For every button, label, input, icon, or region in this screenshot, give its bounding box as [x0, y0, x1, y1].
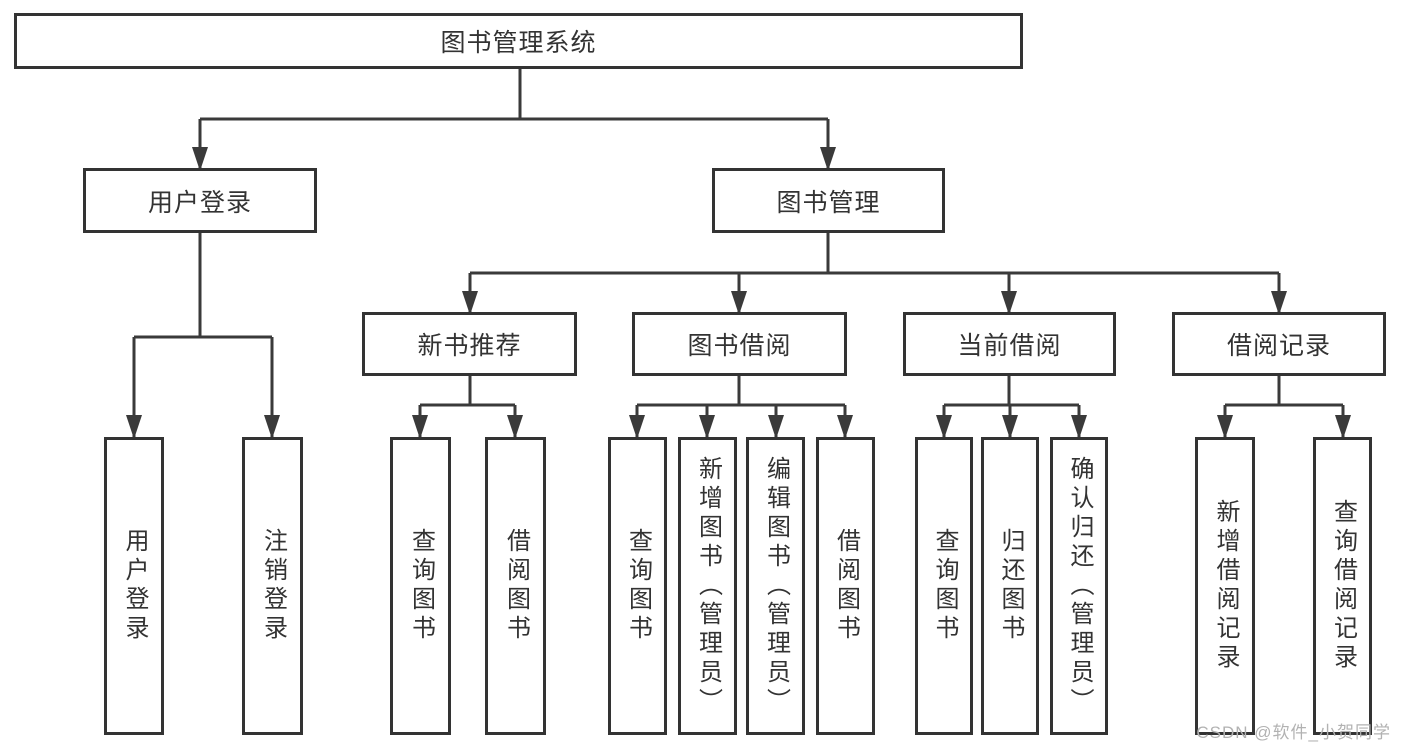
connector-user-login — [126, 233, 280, 439]
leaf-edit-books-admin: 编辑图书（管理员） — [746, 437, 805, 735]
connector-root — [192, 69, 836, 171]
leaf-borrow-books-recommend: 借阅图书 — [485, 437, 546, 735]
leaf-user-login: 用户登录 — [104, 437, 164, 735]
node-borrowing-records: 借阅记录 — [1172, 312, 1386, 376]
leaf-return-books: 归还图书 — [981, 437, 1039, 735]
leaf-return-books-label: 归还图书 — [997, 528, 1024, 644]
leaf-query-books-borrowing-label: 查询图书 — [624, 528, 652, 644]
leaf-add-books-admin: 新增图书（管理员） — [678, 437, 737, 735]
leaf-query-books-current: 查询图书 — [915, 437, 973, 735]
node-user-login: 用户登录 — [83, 168, 317, 233]
leaf-query-borrow-record-label: 查询借阅记录 — [1329, 499, 1357, 673]
leaf-user-login-label: 用户登录 — [121, 528, 148, 644]
leaf-query-borrow-record: 查询借阅记录 — [1313, 437, 1372, 735]
leaf-confirm-return-admin-label: 确认归还（管理员） — [1066, 455, 1093, 717]
leaf-add-borrow-record: 新增借阅记录 — [1195, 437, 1255, 735]
leaf-confirm-return-admin: 确认归还（管理员） — [1050, 437, 1108, 735]
connector-new-book-recommendation — [412, 376, 523, 439]
connector-borrowing-records — [1217, 376, 1351, 439]
leaf-logout-login: 注销登录 — [242, 437, 303, 735]
node-book-management: 图书管理 — [712, 168, 945, 233]
leaf-add-books-admin-label: 新增图书（管理员） — [694, 455, 722, 717]
leaf-query-books-recommend: 查询图书 — [390, 437, 451, 735]
leaf-query-books-borrowing: 查询图书 — [608, 437, 667, 735]
leaf-add-borrow-record-label: 新增借阅记录 — [1212, 499, 1239, 673]
leaf-borrow-books-borrowing-label: 借阅图书 — [832, 528, 860, 644]
connector-book-management — [462, 233, 1287, 315]
connector-current-borrowing — [936, 376, 1087, 439]
node-new-book-recommendation: 新书推荐 — [362, 312, 577, 376]
leaf-logout-login-label: 注销登录 — [259, 528, 287, 644]
connector-book-borrowing — [629, 376, 853, 439]
leaf-borrow-books-recommend-label: 借阅图书 — [502, 528, 530, 644]
leaf-query-books-current-label: 查询图书 — [931, 528, 958, 644]
node-library-system: 图书管理系统 — [14, 13, 1023, 69]
leaf-query-books-recommend-label: 查询图书 — [407, 528, 435, 644]
node-current-borrowing: 当前借阅 — [903, 312, 1116, 376]
leaf-borrow-books-borrowing: 借阅图书 — [816, 437, 875, 735]
leaf-edit-books-admin-label: 编辑图书（管理员） — [762, 455, 790, 717]
watermark: CSDN @软件_小贺同学 — [1196, 723, 1391, 742]
node-book-borrowing: 图书借阅 — [632, 312, 847, 376]
